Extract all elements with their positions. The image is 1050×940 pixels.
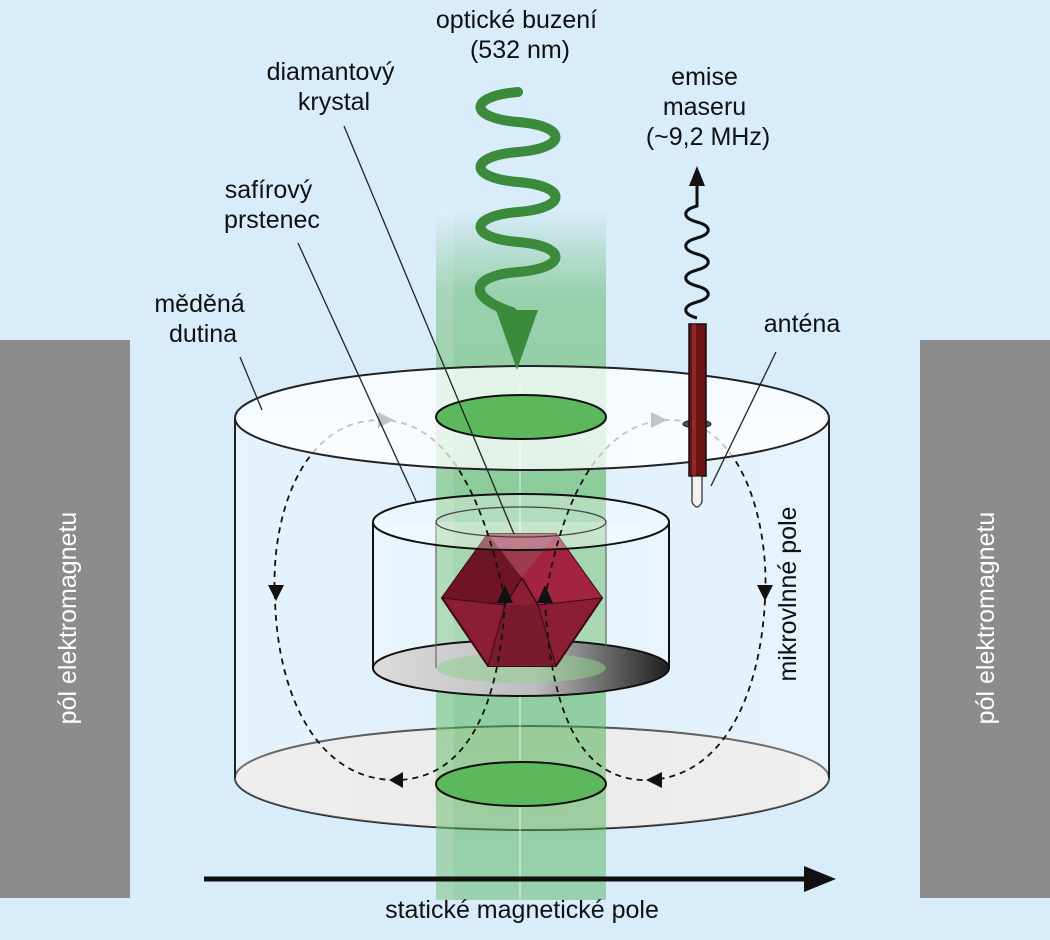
antenna-label: anténa xyxy=(764,310,841,338)
antenna xyxy=(688,323,707,508)
beam-top-disc xyxy=(435,394,607,440)
maser-emission-wave xyxy=(684,166,710,320)
diamond-leader xyxy=(343,125,515,535)
microwave-field-label: mikrovlnné pole xyxy=(774,506,802,681)
cavity-leader xyxy=(239,356,263,411)
static-field-label: statické magnetické pole xyxy=(385,896,659,924)
diamond-crystal-label: diamantový krystal xyxy=(267,58,402,116)
diamond-crystal xyxy=(440,533,604,667)
copper-cavity-label: měděná dutina xyxy=(154,290,251,348)
optical-excitation-wave xyxy=(474,87,561,370)
maser-emission-label: emise maseru (~9,2 MHz) xyxy=(646,63,770,151)
beam-bottom-disc xyxy=(435,761,607,807)
sapphire-leader xyxy=(297,242,418,504)
right-pole-label: pól elektromagnetu xyxy=(972,512,1000,725)
left-pole xyxy=(0,340,130,898)
sapphire-top-face xyxy=(372,493,670,551)
antenna-leader xyxy=(710,351,777,487)
optical-excitation-label: optické buzení (532 nm) xyxy=(436,6,604,64)
right-pole xyxy=(920,340,1050,898)
left-pole-label: pól elektromagnetu xyxy=(54,512,82,725)
sapphire-ring-label: safírový prstenec xyxy=(224,176,320,234)
